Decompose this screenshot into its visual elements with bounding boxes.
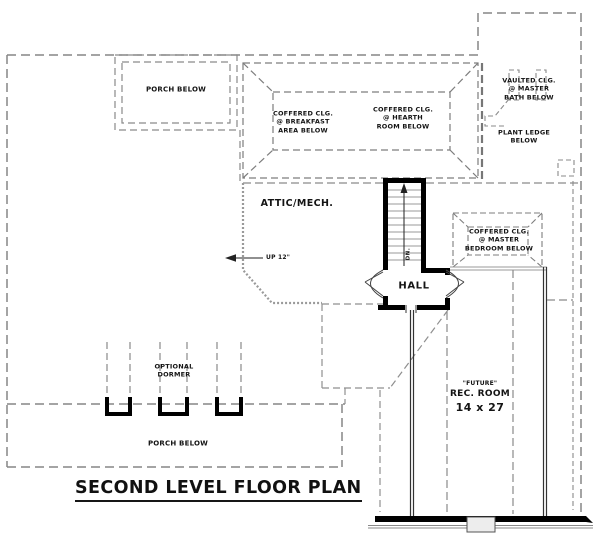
staircase-walls [378, 178, 450, 310]
label-attic-mech: ATTIC/MECH. [260, 197, 334, 209]
attic-lower-outline [321, 303, 449, 512]
rec-room-walls [409, 267, 548, 517]
foundation-line [368, 516, 593, 533]
label-porch-below-bottom: PORCH BELOW [147, 439, 209, 448]
top-porch-outline [114, 54, 241, 183]
label-future: "FUTURE" [462, 380, 498, 388]
hall-bottom-opening [405, 305, 417, 313]
label-plant-ledge: PLANT LEDGE BELOW [497, 128, 551, 145]
coffered-ceiling-master-bedroom [452, 212, 543, 268]
hall-right-door [445, 269, 465, 299]
label-optional-dormer: OPTIONAL DORMER [154, 362, 194, 379]
attic-left-wall [241, 183, 322, 305]
dormer-dashed-lines [106, 342, 242, 397]
label-coffered-hearth: COFFERED CLG. @ HEARTH ROOM BELOW [372, 105, 434, 131]
master-bedroom-wall [450, 266, 547, 271]
label-rec-room-size: 14 x 27 [455, 400, 505, 414]
label-up-12: UP 12" [266, 254, 291, 262]
dormer-windows [105, 397, 243, 416]
page-title: SECOND LEVEL FLOOR PLAN [75, 478, 362, 502]
exterior-border [6, 12, 582, 518]
up-arrow [225, 254, 263, 262]
label-coffered-master-bedroom: COFFERED CLG. @ MASTER BEDROOM BELOW [464, 227, 534, 253]
label-rec-room: REC. ROOM [449, 389, 511, 400]
master-bath-area-outline [484, 69, 575, 510]
label-coffered-breakfast: COFFERED CLG. @ BREAKFAST AREA BELOW [272, 109, 334, 135]
rec-room-dashed-lines [446, 270, 573, 514]
dn-arrow [400, 183, 408, 266]
hall-left-door [364, 269, 384, 299]
label-hall: HALL [398, 280, 430, 292]
label-vaulted-master-bath: VAULTED CLG. @ MASTER BATH BELOW [502, 76, 556, 102]
label-porch-below-top: PORCH BELOW [145, 85, 207, 94]
coffered-ceiling-breakfast-hearth [242, 62, 479, 179]
label-dn: DN. [405, 247, 412, 261]
